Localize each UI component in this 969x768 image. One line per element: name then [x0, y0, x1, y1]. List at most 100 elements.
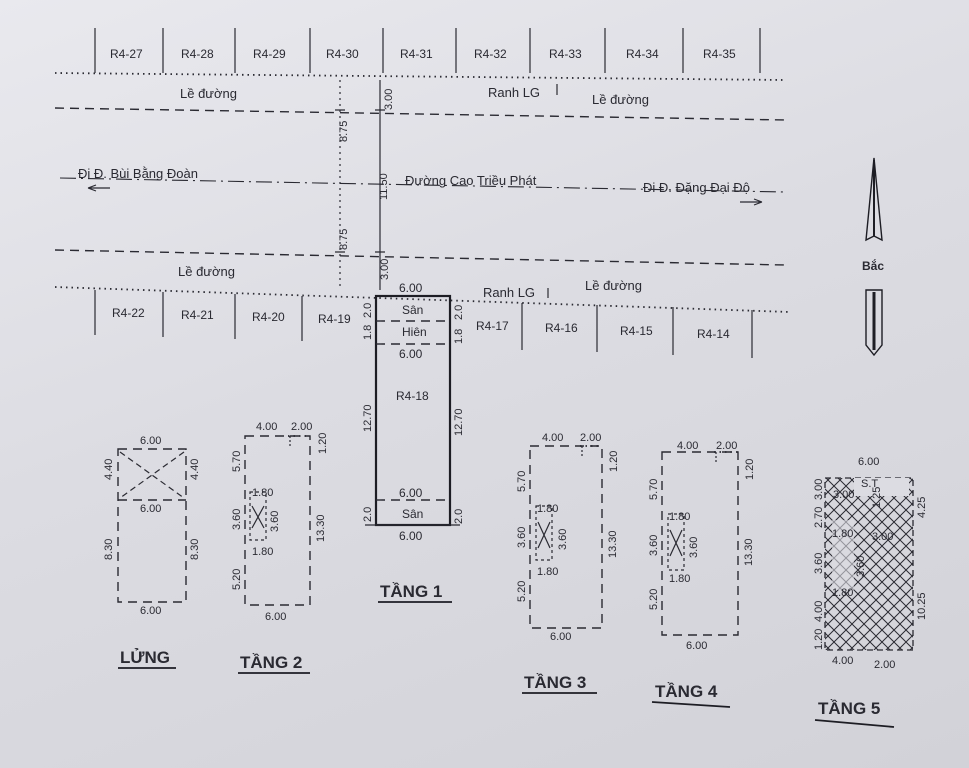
dim-t5-width: 6.00: [858, 456, 879, 468]
dim-t5-a-left: 3.00: [813, 479, 825, 500]
dim-t4-w2: 2.00: [716, 440, 737, 452]
north-arrow-icon: Bắc: [862, 157, 884, 357]
dim-t2-w: 6.00: [265, 611, 286, 623]
dim-t5-i: 4.00: [813, 601, 825, 622]
front-yard-label: Sân: [402, 303, 423, 317]
dim-lung-a-right: 4.40: [189, 459, 201, 480]
dim-setback-bottom: 8.75: [338, 229, 350, 250]
dim-t2-d6: 5.20: [231, 569, 243, 590]
dim-t2-d4-right: 3.60: [269, 511, 281, 532]
floor-title-t4: TẦNG 4: [655, 682, 718, 701]
dim-t5-g-left: 3.60: [813, 553, 825, 574]
dim-t5-l: 2.00: [874, 659, 895, 671]
dim-back-width: 6.00: [399, 486, 423, 500]
lot-label: R4-29: [253, 47, 286, 61]
lot-label: R4-31: [400, 47, 433, 61]
dim-yard-right: 2.0: [453, 305, 465, 320]
sidewalk-label-bottom-left: Lề đường: [178, 264, 235, 279]
lot-label: R4-34: [626, 47, 659, 61]
dim-t3-d3-bottom: 1.80: [537, 566, 558, 578]
dim-lot-width-bottom: 6.00: [399, 529, 423, 543]
dim-porch-right: 1.8: [453, 329, 465, 344]
direction-left-label: Đi Đ. Bùi Bằng Đoàn: [78, 166, 198, 181]
dim-t4-d4-right: 3.60: [688, 537, 700, 558]
dim-t2-w1: 4.00: [256, 421, 277, 433]
road-name-label: Đường Cao Triều Phát: [405, 173, 537, 188]
dim-lung-b-left: 8.30: [103, 539, 115, 560]
lot-label: R4-28: [181, 47, 214, 61]
floor-title-t3: TẦNG 3: [524, 673, 586, 692]
floor-t5: 6.00 S.T 3.00 3.00 1.25 4.25 2.70 1.80 3…: [813, 456, 928, 728]
lot-label: R4-20: [252, 310, 285, 324]
dim-t5-j: 1.20: [813, 629, 825, 650]
dim-t4-w1: 4.00: [677, 440, 698, 452]
lot-label: R4-21: [181, 308, 214, 322]
top-lot-row: R4-27 R4-28 R4-29 R4-30 R4-31 R4-32 R4-3…: [54, 28, 786, 81]
dim-t2-d5: 13.30: [315, 514, 327, 542]
dim-road-width: 11.50: [378, 173, 390, 200]
roof-terrace-label: S.T: [861, 478, 878, 490]
dim-t4-d2: 5.70: [648, 479, 660, 500]
boundary-label-top: Ranh LG: [488, 85, 540, 100]
dim-t5-b: 1.25: [871, 487, 883, 508]
dim-t5-g-right: 3.60: [855, 556, 867, 577]
dim-t5-c: 4.25: [916, 497, 928, 518]
dim-t3-w: 6.00: [550, 631, 571, 643]
floor-title-t2: TẦNG 2: [240, 653, 302, 672]
dim-lung-width-mid: 6.00: [140, 503, 161, 515]
dim-t3-d2: 5.70: [516, 471, 528, 492]
dim-t4-d3-bottom: 1.80: [669, 573, 690, 585]
lot-label: R4-16: [545, 321, 578, 335]
dim-t3-w1: 4.00: [542, 432, 563, 444]
dim-t3-d3: 1.80: [537, 503, 558, 515]
lot-label: R4-17: [476, 319, 509, 333]
dim-t4-d4-left: 3.60: [648, 535, 660, 556]
dim-t3-d6: 5.20: [516, 581, 528, 602]
dim-t2-d4-left: 3.60: [231, 509, 243, 530]
sidewalk-label-bottom-right: Lề đường: [585, 278, 642, 293]
floor-title-lung: LỬNG: [120, 648, 170, 667]
dim-t2-d2: 5.70: [231, 451, 243, 472]
dim-t2-d1: 1.20: [317, 433, 329, 454]
lot-label: R4-35: [703, 47, 736, 61]
dim-t3-d1: 1.20: [608, 451, 620, 472]
floor-title-t1: TẦNG 1: [380, 582, 442, 601]
sidewalk-label-top-right: Lề đường: [592, 92, 649, 107]
dim-lung-b-right: 8.30: [189, 539, 201, 560]
dim-t2-d3-bottom: 1.80: [252, 546, 273, 558]
dim-back-yard-right: 2.0: [453, 509, 465, 524]
dim-t5-k: 4.00: [832, 655, 853, 667]
dim-t4-d3: 1.80: [669, 511, 690, 523]
dim-t5-e-bottom: 1.80: [832, 587, 853, 599]
dim-t2-d3: 1.80: [252, 487, 273, 499]
dim-t3-d4-left: 3.60: [516, 527, 528, 548]
main-lot-r4-18: 6.00 Sân Hiên 6.00 R4-18 6.00 Sân 6.00 2…: [362, 281, 465, 603]
dim-sidewalk-top: 3.00: [383, 89, 395, 110]
dim-t3-d5: 13.30: [607, 530, 619, 558]
dim-t2-w2: 2.00: [291, 421, 312, 433]
back-yard-label: Sân: [402, 507, 423, 521]
floor-t2: 4.00 2.00 1.20 5.70 1.80 3.60 3.60 1.80 …: [231, 421, 329, 674]
north-label: Bắc: [862, 258, 884, 273]
dim-t5-a-top: 3.00: [833, 489, 854, 501]
lot-label: R4-22: [112, 306, 145, 320]
dim-porch-width: 6.00: [399, 347, 423, 361]
porch-label: Hiên: [402, 325, 427, 339]
dim-lung-a-left: 4.40: [103, 459, 115, 480]
dim-lung-width-bottom: 6.00: [140, 605, 161, 617]
dim-depth-right: 12.70: [453, 408, 465, 436]
dim-t4-d6: 5.20: [648, 589, 660, 610]
dim-t4-d5: 13.30: [743, 538, 755, 566]
floor-t3: 4.00 2.00 1.20 5.70 1.80 3.60 3.60 1.80 …: [516, 432, 620, 694]
lot-label: R4-15: [620, 324, 653, 338]
dim-t3-d4-right: 3.60: [557, 529, 569, 550]
dim-lot-width-top: 6.00: [399, 281, 423, 295]
boundary-label-bottom: Ranh LG: [483, 285, 535, 300]
dim-porch-left: 1.8: [362, 325, 374, 340]
dim-setback-top: 8.75: [338, 121, 350, 142]
dim-t5-d: 2.70: [813, 507, 825, 528]
dim-depth-left: 12.70: [362, 404, 374, 432]
dim-t5-f: 3.00: [872, 531, 893, 543]
dim-t3-w2: 2.00: [580, 432, 601, 444]
